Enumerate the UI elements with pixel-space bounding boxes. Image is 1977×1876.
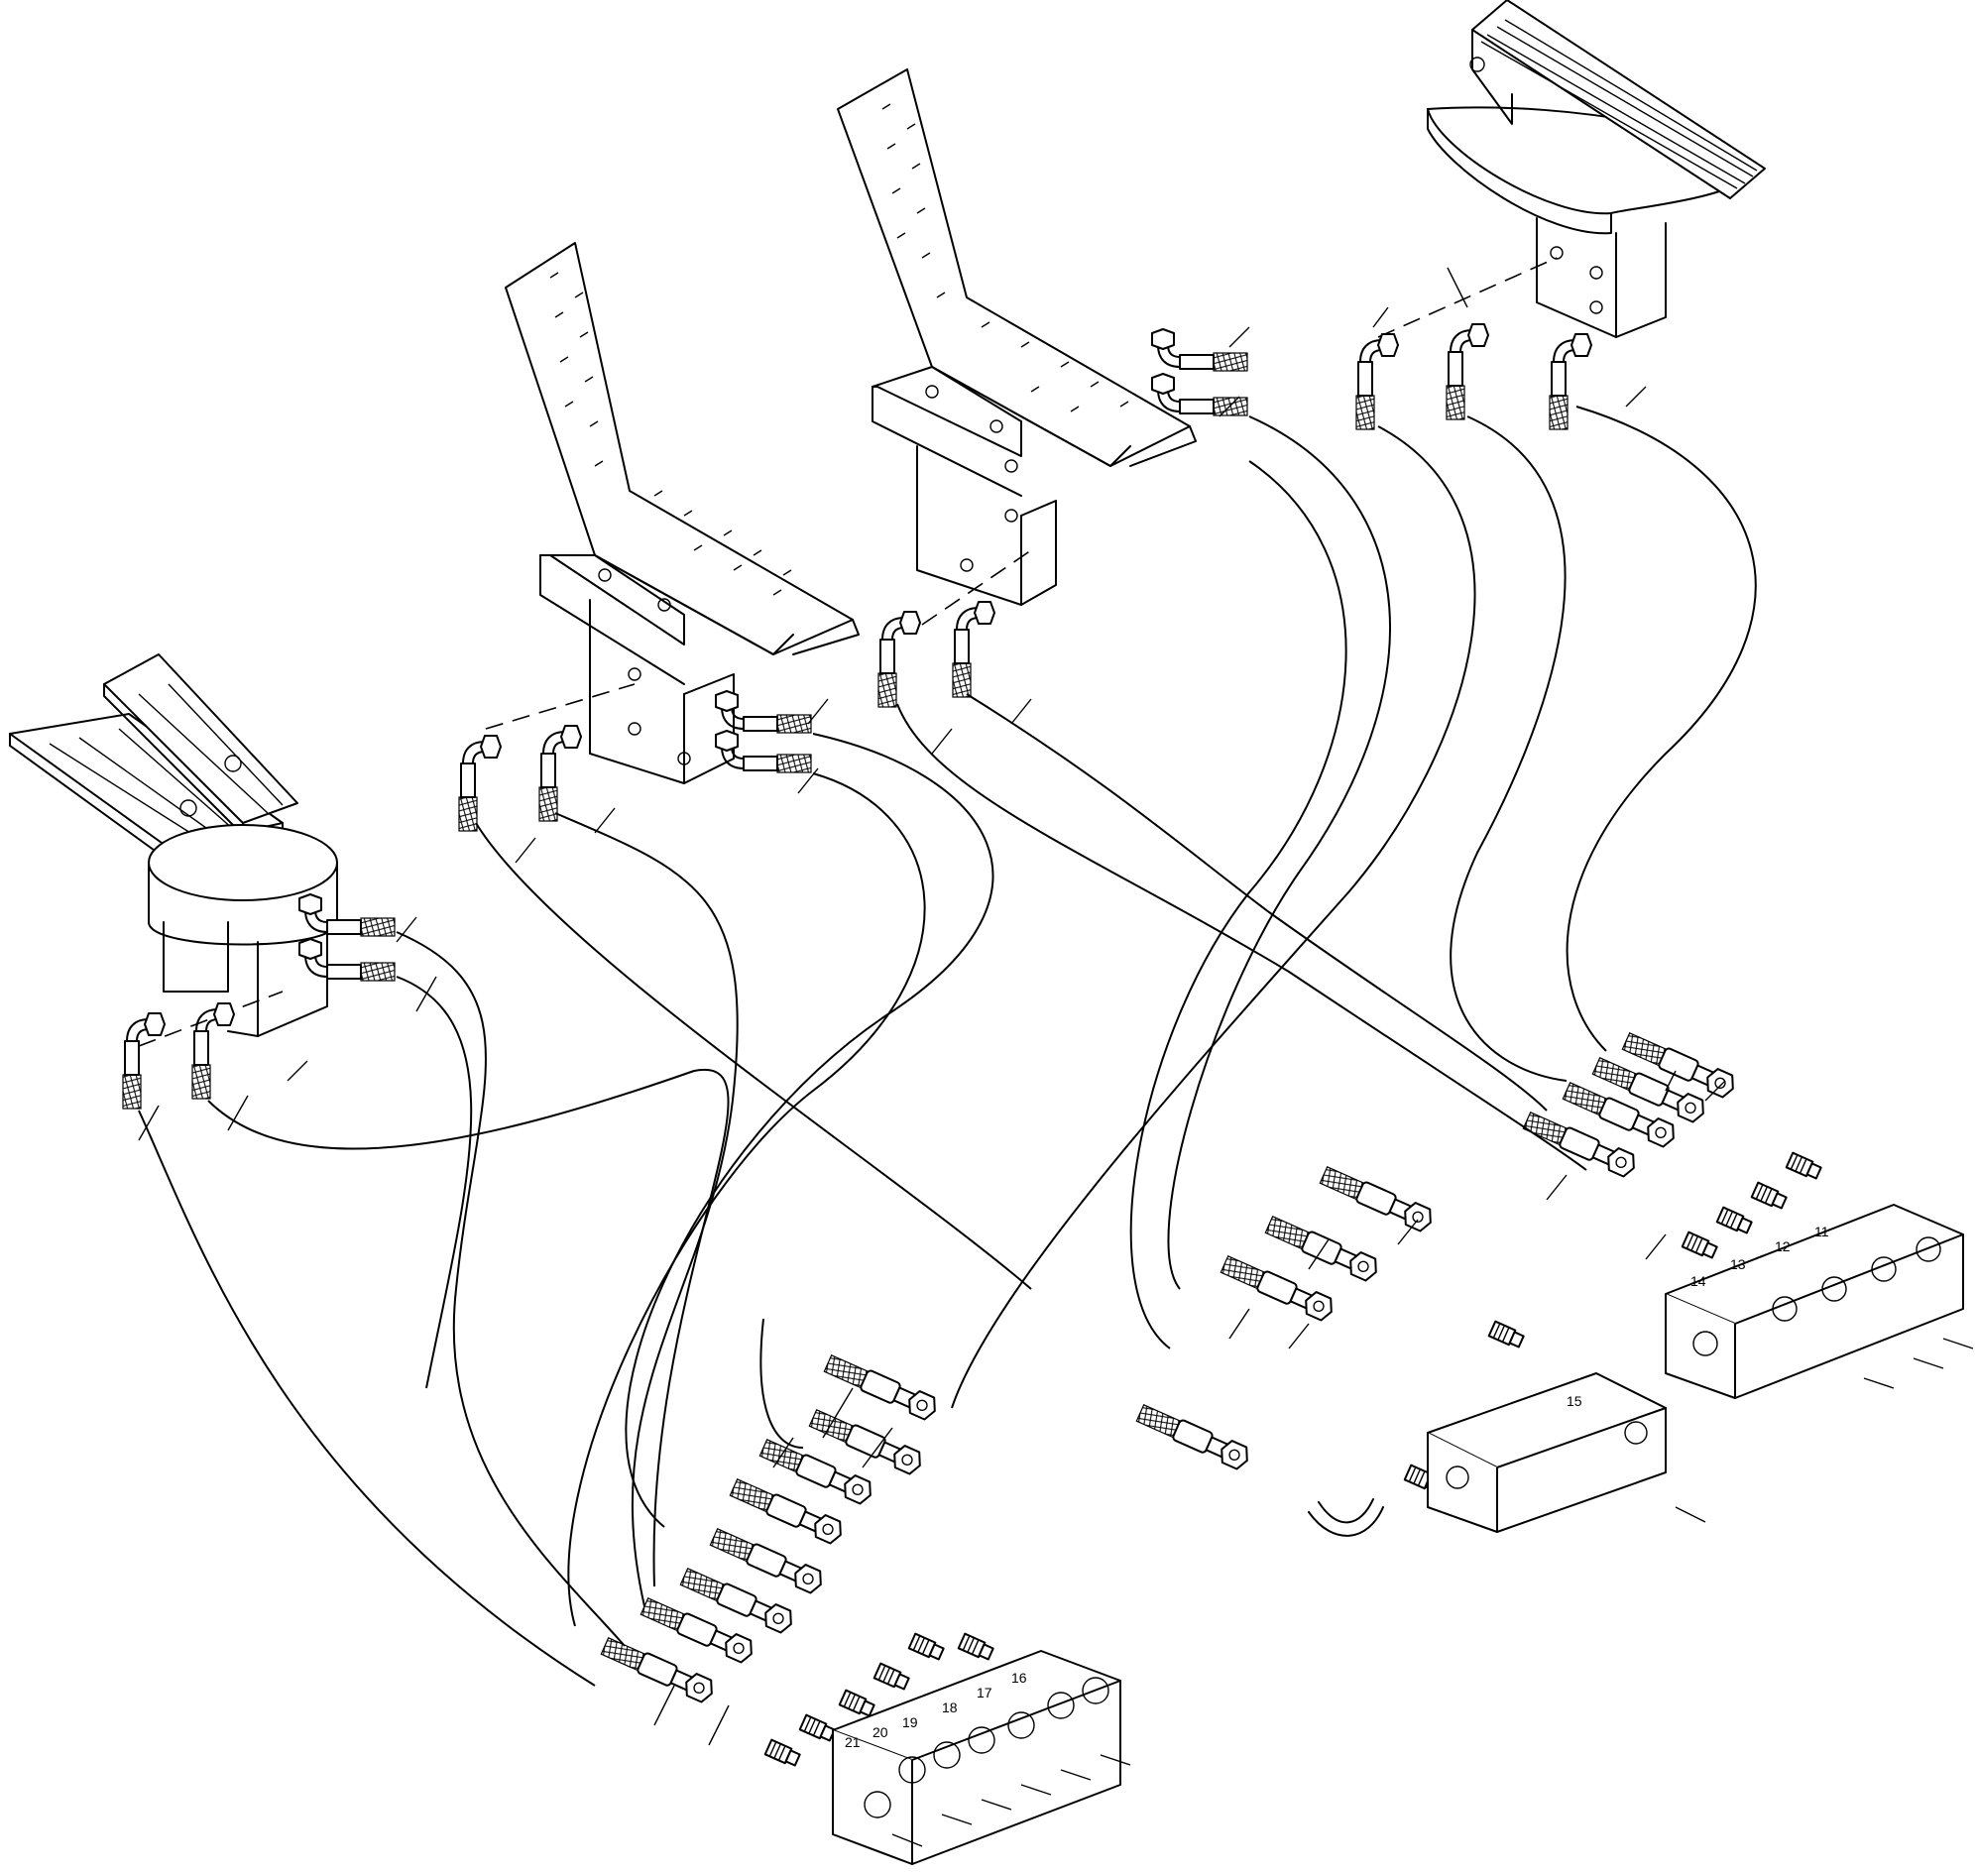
hydraulic-hoses — [138, 406, 1757, 1687]
alignment-lines — [138, 257, 1558, 1047]
port-label-21: 21 — [845, 1734, 861, 1750]
angled-pedal-valve — [505, 242, 860, 784]
leader-lines — [138, 267, 1974, 1847]
rocker-pedal-valve — [1427, 0, 1766, 338]
port-label-15: 15 — [1567, 1393, 1582, 1409]
hose-end-fittings — [599, 1029, 1739, 1705]
port-label-12: 12 — [1775, 1238, 1791, 1254]
port-adapters — [763, 1151, 1823, 1769]
angled-pedal-valve-2 — [837, 68, 1197, 606]
port-label-14: 14 — [1690, 1273, 1706, 1289]
twin-pedal-valve — [9, 653, 338, 1037]
port-label-18: 18 — [942, 1700, 958, 1715]
port-label-17: 17 — [977, 1685, 992, 1700]
manifold-block-center: 15 — [1427, 1372, 1667, 1533]
port-label-16: 16 — [1011, 1670, 1027, 1686]
port-label-20: 20 — [872, 1724, 888, 1740]
port-label-19: 19 — [902, 1714, 918, 1730]
port-label-11: 11 — [1814, 1224, 1829, 1239]
port-label-13: 13 — [1730, 1256, 1746, 1272]
pedal-hose-elbows — [122, 323, 1592, 1110]
manifold-block-left: 21 20 19 18 17 16 — [832, 1650, 1121, 1865]
manifold-block-right: 14 13 12 11 — [1665, 1204, 1964, 1399]
